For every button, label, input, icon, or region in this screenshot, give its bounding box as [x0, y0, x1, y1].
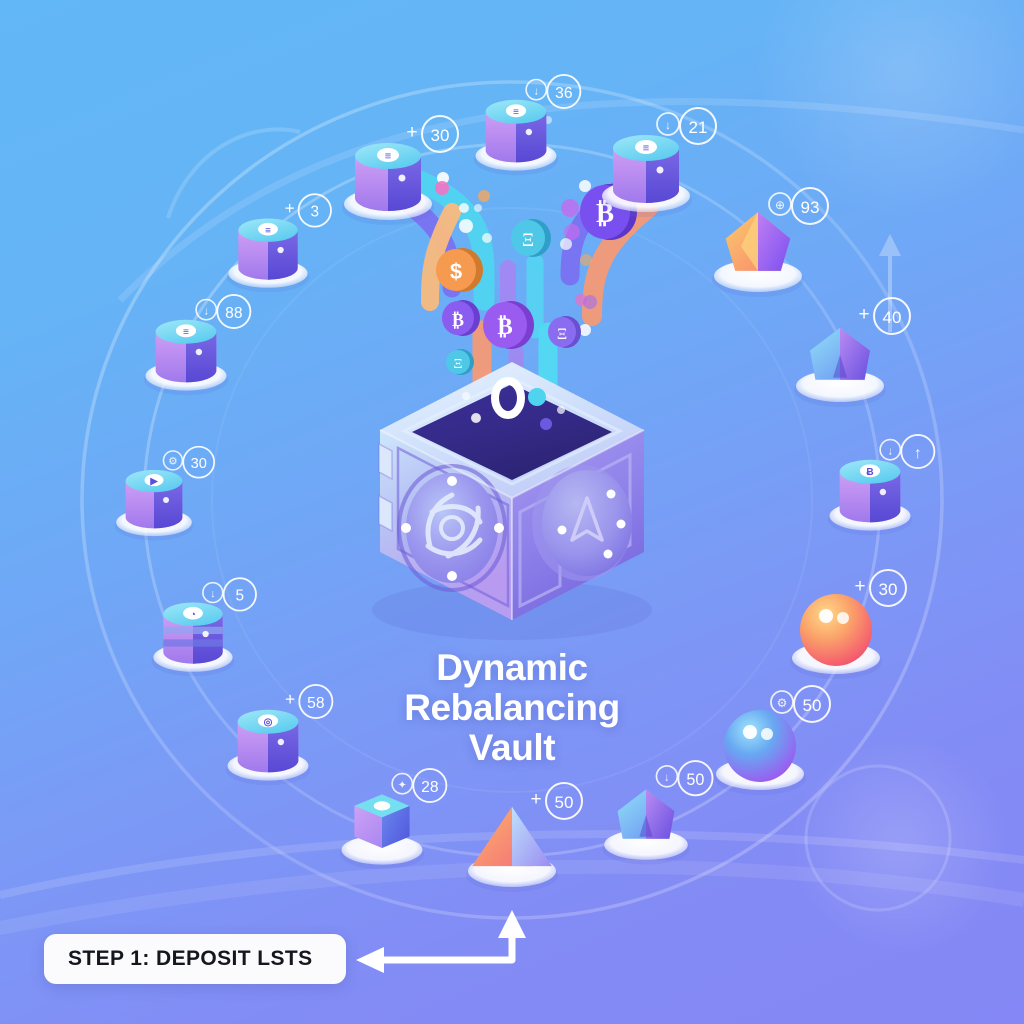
step-label-pill[interactable]: STEP 1: DEPOSIT LSTS: [44, 934, 346, 984]
step-label-text: STEP 1: DEPOSIT LSTS: [68, 947, 313, 970]
orbit-ring-faint: [211, 207, 813, 793]
bg-curl-topleft: [166, 127, 301, 219]
page-title: Dynamic Rebalancing Vault: [404, 647, 620, 768]
bg-swoosh-upper: [117, 98, 1024, 303]
bg-swoosh-lower: [0, 830, 1024, 899]
glow-circle-bottom-right: [790, 735, 1010, 955]
glow-circle-top-right: [755, 0, 1024, 220]
orbit-ring-small-bottomright: [804, 764, 952, 912]
